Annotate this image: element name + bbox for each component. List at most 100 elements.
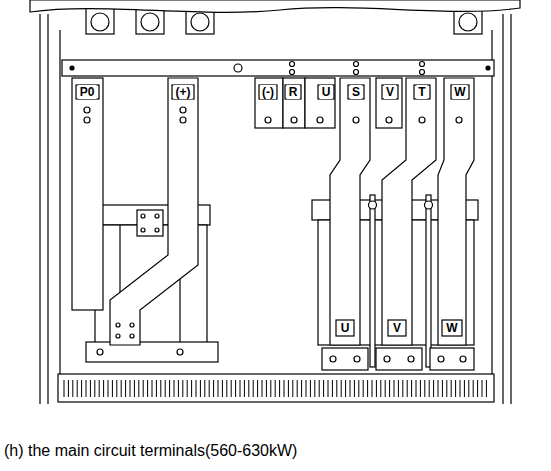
slit <box>81 380 82 397</box>
slit <box>284 380 285 397</box>
label-frames <box>76 85 469 336</box>
slit <box>209 380 210 397</box>
slit <box>266 380 267 397</box>
frame-line <box>47 14 48 404</box>
slit <box>297 380 298 397</box>
figure-caption: (h) the main circuit terminals(560-630kW… <box>4 442 297 460</box>
slit <box>257 380 258 397</box>
slit <box>147 380 148 397</box>
slit <box>336 380 337 397</box>
terminal-label: T <box>416 85 427 99</box>
slit <box>464 380 465 397</box>
base-plate <box>86 342 218 362</box>
slit <box>446 380 447 397</box>
hole <box>84 117 90 123</box>
busbar <box>110 78 198 345</box>
slit <box>90 380 91 397</box>
slit <box>187 380 188 397</box>
frame-line <box>510 14 511 404</box>
slit <box>248 380 249 397</box>
busbar <box>72 78 103 310</box>
slit <box>112 380 113 397</box>
hole <box>84 107 90 113</box>
output-terminal <box>376 348 422 370</box>
terminal-label: (+) <box>174 85 193 99</box>
slit <box>178 380 179 397</box>
slit <box>332 380 333 397</box>
slit <box>341 380 342 397</box>
hole <box>97 349 103 355</box>
slit <box>310 380 311 397</box>
grille-slits <box>64 380 486 397</box>
slit <box>94 380 95 397</box>
busbar <box>283 78 305 128</box>
hole <box>265 117 271 123</box>
slit <box>77 380 78 397</box>
slit <box>68 380 69 397</box>
output-terminal <box>430 348 474 370</box>
hole <box>130 323 134 327</box>
slit <box>398 380 399 397</box>
terminal-label: P0 <box>78 85 97 99</box>
terminal-label: R <box>287 85 300 99</box>
slit <box>473 380 474 397</box>
slit <box>226 380 227 397</box>
slit <box>363 380 364 397</box>
hole <box>155 214 159 218</box>
nut <box>425 201 433 209</box>
hole <box>317 117 323 123</box>
slit <box>451 380 452 397</box>
terminal-label: W <box>452 85 467 99</box>
slit <box>442 380 443 397</box>
slit <box>270 380 271 397</box>
slit <box>174 380 175 397</box>
slit <box>376 380 377 397</box>
slit <box>345 380 346 397</box>
rod <box>426 195 431 367</box>
hole <box>384 356 390 362</box>
grille <box>58 374 494 402</box>
hole <box>141 228 145 232</box>
slit <box>191 380 192 397</box>
nut <box>369 201 377 209</box>
slit <box>121 380 122 397</box>
hole <box>330 356 336 362</box>
slit <box>253 380 254 397</box>
slit <box>86 380 87 397</box>
slit <box>244 380 245 397</box>
slit <box>354 380 355 397</box>
slit <box>367 380 368 397</box>
slit <box>218 380 219 397</box>
slit <box>301 380 302 397</box>
slit <box>165 380 166 397</box>
slit <box>416 380 417 397</box>
terminal-label: U <box>339 321 352 335</box>
slit <box>103 380 104 397</box>
slit <box>328 380 329 397</box>
slit <box>108 380 109 397</box>
break-line <box>30 0 520 12</box>
busbar <box>376 78 402 128</box>
slit <box>138 380 139 397</box>
slit <box>468 380 469 397</box>
slit <box>477 380 478 397</box>
slit <box>429 380 430 397</box>
slit <box>99 380 100 397</box>
slit <box>411 380 412 397</box>
slit <box>306 380 307 397</box>
hole <box>180 117 186 123</box>
hole <box>460 356 466 362</box>
slit <box>235 380 236 397</box>
slit <box>389 380 390 397</box>
slit <box>438 380 439 397</box>
screw <box>234 64 242 72</box>
busbar <box>330 78 370 345</box>
slit <box>455 380 456 397</box>
terminal-label: W <box>444 321 459 335</box>
slit <box>402 380 403 397</box>
slit <box>292 380 293 397</box>
terminal-label: V <box>384 85 396 99</box>
slit <box>156 380 157 397</box>
slit <box>152 380 153 397</box>
